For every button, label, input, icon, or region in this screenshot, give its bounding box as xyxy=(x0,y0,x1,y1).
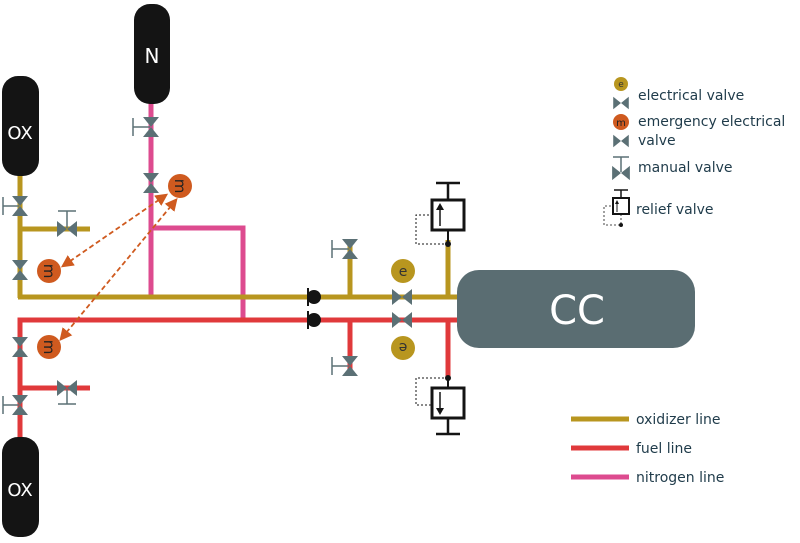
emergency-marker-nitrogen-letter: m xyxy=(171,179,189,194)
legend: e electrical valve m emergency electrica… xyxy=(571,77,785,486)
legend-fuel-line-label: fuel line xyxy=(636,441,692,457)
legend-oxidizer-line: oxidizer line xyxy=(571,412,721,428)
manual-valve-oxidizer-tank[interactable] xyxy=(2,196,28,216)
emergency-marker-oxidizer: m xyxy=(37,259,61,283)
emergency-marker-oxidizer-letter: m xyxy=(40,264,58,279)
emergency-valve-fuel[interactable] xyxy=(12,337,28,357)
legend-nitrogen-line: nitrogen line xyxy=(571,470,724,486)
emergency-control-links xyxy=(59,193,178,341)
legend-relief-valve-label: relief valve xyxy=(636,202,714,218)
relief-valve-fuel xyxy=(415,375,466,436)
manual-valve-nitrogen[interactable] xyxy=(132,117,159,137)
relief-valve-oxidizer xyxy=(415,181,466,247)
nitrogen-lines xyxy=(148,100,246,322)
oxidizer-tank-top: OX xyxy=(2,76,39,176)
legend-manual-valve: manual valve xyxy=(612,156,733,181)
combustion-chamber-label: CC xyxy=(549,288,605,334)
manual-valve-fuel-vent[interactable] xyxy=(57,380,77,405)
oxidizer-tank-top-label: OX xyxy=(7,123,32,144)
legend-emergency-valve-label-line2: valve xyxy=(638,133,676,149)
electrical-marker-oxidizer: e xyxy=(391,259,415,283)
emergency-marker-nitrogen: m xyxy=(168,174,192,198)
check-valve-oxidizer xyxy=(307,288,321,306)
legend-emergency-marker-letter: m xyxy=(616,118,626,129)
legend-fuel-line: fuel line xyxy=(571,441,692,457)
legend-relief-valve: relief valve xyxy=(603,189,714,227)
emergency-marker-fuel-letter: m xyxy=(40,340,58,355)
combustion-chamber: CC xyxy=(457,270,695,348)
electrical-marker-fuel-letter: e xyxy=(399,339,408,355)
emergency-marker-fuel: m xyxy=(37,335,61,359)
legend-oxidizer-line-label: oxidizer line xyxy=(636,412,721,428)
check-valve-fuel xyxy=(307,311,321,329)
manual-valve-fuel-tank[interactable] xyxy=(2,395,28,415)
manual-valve-oxidizer-main[interactable] xyxy=(331,239,358,259)
electrical-valve-fuel[interactable] xyxy=(392,312,412,328)
nitrogen-tank-label: N xyxy=(145,44,160,68)
electrical-valve-oxidizer[interactable] xyxy=(392,289,412,305)
legend-electrical-marker-letter: e xyxy=(618,80,624,90)
legend-emergency-valve-label-line1: emergency electrical xyxy=(638,114,785,130)
legend-electrical-valve: e electrical valve xyxy=(613,77,744,110)
oxidizer-tank-bottom-label: OX xyxy=(7,480,32,501)
electrical-marker-oxidizer-letter: e xyxy=(399,264,408,280)
legend-manual-valve-label: manual valve xyxy=(638,160,733,176)
electrical-marker-fuel: e xyxy=(391,336,415,360)
fuel-lines xyxy=(17,317,460,440)
legend-emergency-valve: m emergency electrical valve xyxy=(613,114,785,149)
legend-electrical-valve-label: electrical valve xyxy=(638,88,744,104)
manual-valve-fuel-main[interactable] xyxy=(331,356,358,376)
nitrogen-tank: N xyxy=(134,4,170,104)
emergency-valve-nitrogen[interactable] xyxy=(143,173,159,193)
emergency-valve-oxidizer[interactable] xyxy=(12,260,28,280)
oxidizer-lines xyxy=(17,175,460,300)
oxidizer-tank-bottom: OX xyxy=(2,437,39,537)
manual-valve-oxidizer-vent[interactable] xyxy=(57,210,77,237)
legend-nitrogen-line-label: nitrogen line xyxy=(636,470,724,486)
